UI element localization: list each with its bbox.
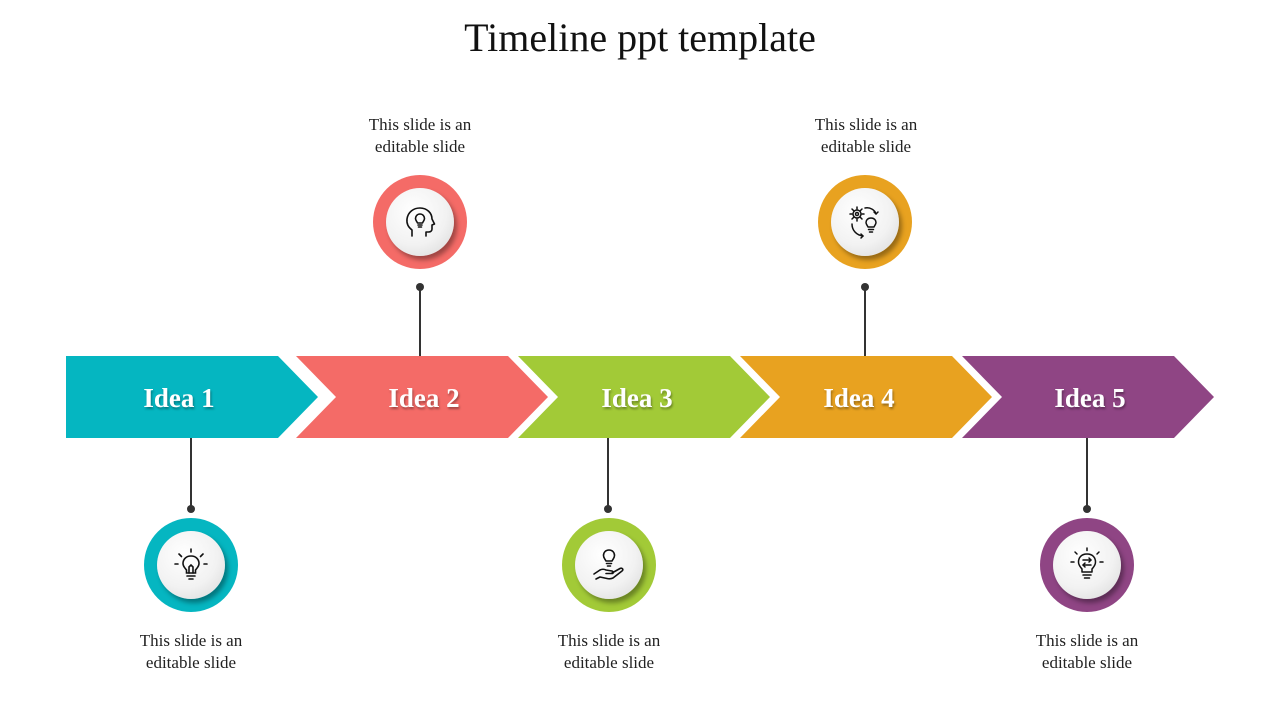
idea-3-label: Idea 3 bbox=[601, 383, 673, 413]
idea-2-caption: This slide is an editable slide bbox=[320, 114, 520, 158]
caption-line: This slide is an bbox=[139, 631, 243, 650]
idea-4-label: Idea 4 bbox=[823, 383, 895, 413]
connector-line bbox=[607, 438, 609, 510]
arrow-idea-3[interactable] bbox=[518, 356, 770, 438]
idea-5-ring[interactable] bbox=[1040, 518, 1134, 612]
head-idea-icon bbox=[406, 207, 436, 237]
idea-4-ring[interactable] bbox=[818, 175, 912, 269]
idea-5-label: Idea 5 bbox=[1054, 383, 1126, 413]
connector-dot bbox=[1083, 505, 1091, 513]
icon-disc bbox=[386, 188, 454, 256]
idea-5-caption: This slide is an editable slide bbox=[987, 630, 1187, 674]
caption-line: This slide is an bbox=[368, 115, 472, 134]
connector-line bbox=[1086, 438, 1088, 510]
arrow-idea-5[interactable] bbox=[962, 356, 1214, 438]
connector-dot bbox=[187, 505, 195, 513]
lightbulb-arrows-icon bbox=[1070, 547, 1104, 579]
idea-1-label: Idea 1 bbox=[143, 383, 215, 413]
icon-disc bbox=[575, 531, 643, 599]
arrow-idea-4[interactable] bbox=[740, 356, 992, 438]
arrow-idea-2[interactable] bbox=[296, 356, 548, 438]
idea-1-caption: This slide is an editable slide bbox=[91, 630, 291, 674]
gear-lightbulb-icon bbox=[849, 206, 879, 239]
caption-line: editable slide bbox=[563, 653, 655, 672]
caption-line: This slide is an bbox=[557, 631, 661, 650]
caption-line: This slide is an bbox=[1035, 631, 1139, 650]
caption-line: editable slide bbox=[820, 137, 912, 156]
connector-dot bbox=[604, 505, 612, 513]
connector-line bbox=[419, 287, 421, 356]
idea-3-ring[interactable] bbox=[562, 518, 656, 612]
idea-3-caption: This slide is an editable slide bbox=[509, 630, 709, 674]
idea-2-ring[interactable] bbox=[373, 175, 467, 269]
idea-1-ring[interactable] bbox=[144, 518, 238, 612]
connector-line bbox=[864, 287, 866, 356]
caption-line: editable slide bbox=[1041, 653, 1133, 672]
slide-title: Timeline ppt template bbox=[464, 15, 816, 60]
hand-lightbulb-icon bbox=[593, 549, 624, 580]
icon-disc bbox=[1053, 531, 1121, 599]
connector-line bbox=[190, 438, 192, 510]
arrow-idea-1[interactable] bbox=[66, 356, 318, 438]
idea-4-caption: This slide is an editable slide bbox=[766, 114, 966, 158]
icon-disc bbox=[831, 188, 899, 256]
caption-line: editable slide bbox=[145, 653, 237, 672]
caption-line: editable slide bbox=[374, 137, 466, 156]
icon-disc bbox=[157, 531, 225, 599]
caption-line: This slide is an bbox=[814, 115, 918, 134]
idea-2-label: Idea 2 bbox=[388, 383, 460, 413]
lightbulb-icon bbox=[174, 548, 208, 580]
